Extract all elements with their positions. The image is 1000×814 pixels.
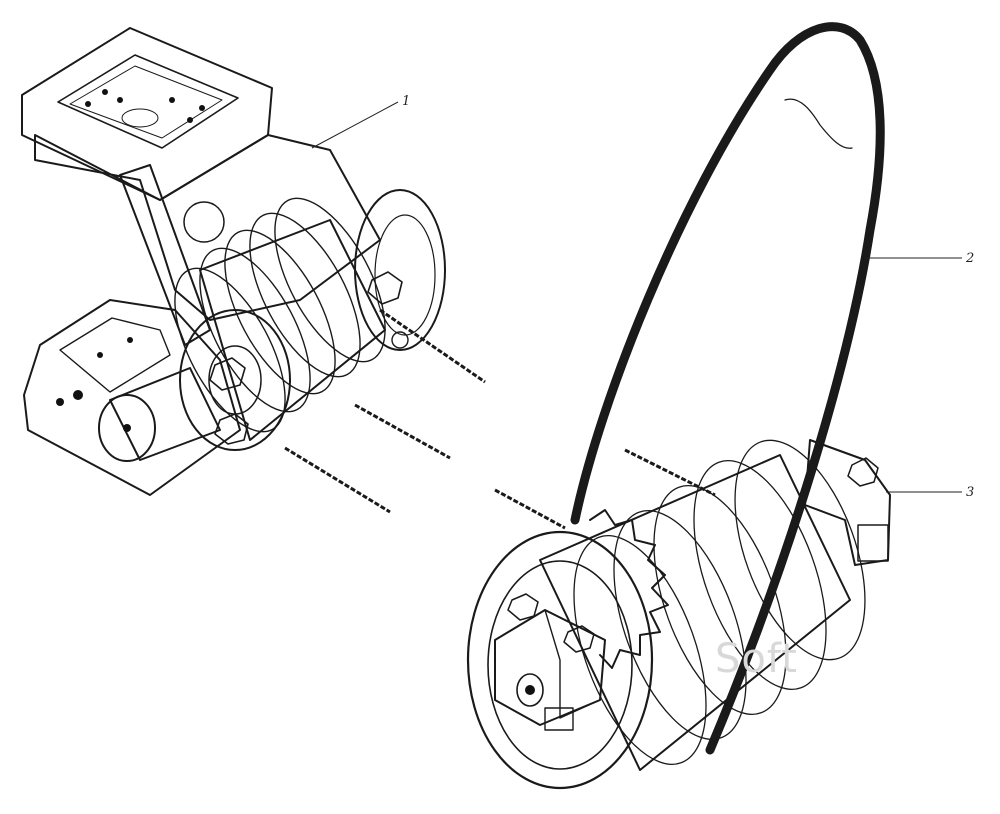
front-flange: [466, 530, 654, 790]
roller-chain: [570, 22, 885, 755]
rear-flange: [354, 189, 446, 351]
callout-2-label: 2: [965, 251, 974, 266]
side-bracket: [804, 439, 891, 566]
bracket-hole: [183, 201, 225, 243]
motor-cylinder: [98, 367, 221, 462]
cable-strands-right: [494, 448, 716, 530]
frame-rivets: [85, 89, 205, 123]
hex-bolts-left: [209, 271, 409, 445]
bracket-top-frame: [21, 27, 273, 201]
watermark-text: Soft: [715, 636, 798, 682]
callout-3: 3: [886, 485, 974, 500]
callout-2: 2: [866, 251, 974, 266]
rope-drum-right: [539, 439, 866, 771]
bracket-bottom-frame: [23, 299, 241, 496]
callout-1: 1: [311, 94, 410, 149]
callout-3-label: 3: [966, 485, 974, 500]
clamp-block: [494, 593, 606, 731]
bracket-assembly: [21, 27, 486, 514]
callout-1-label: 1: [402, 94, 410, 109]
cable-strands-left: [284, 308, 486, 514]
bracket-body: [34, 134, 381, 346]
sprocket-gear: [589, 509, 669, 669]
drum-chain-assembly: [466, 22, 891, 790]
